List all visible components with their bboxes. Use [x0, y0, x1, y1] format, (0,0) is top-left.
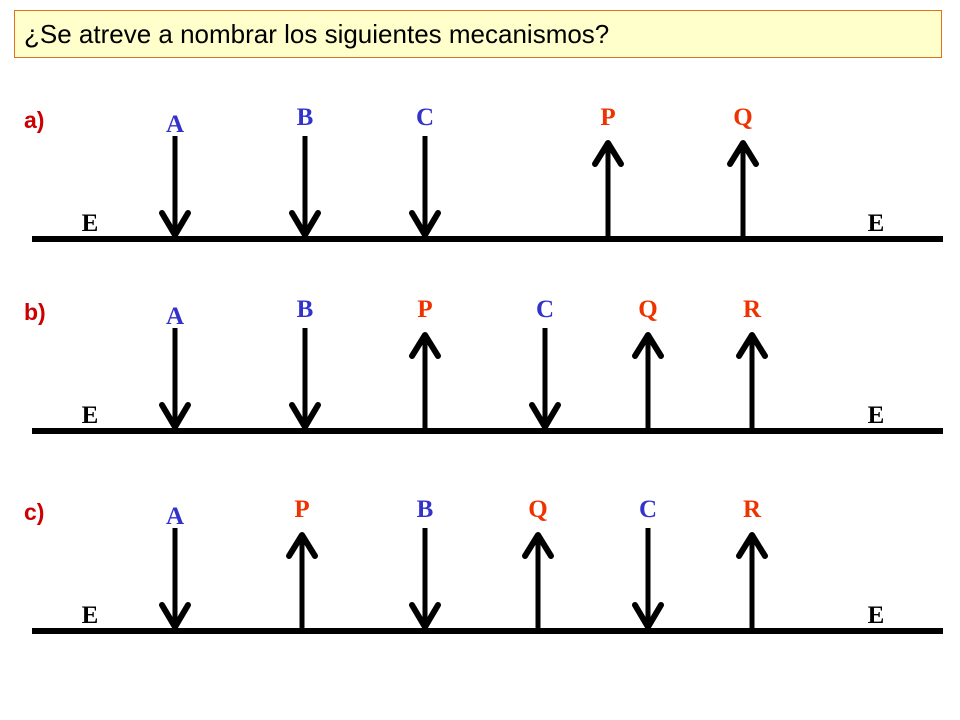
row-a-arrow-c-head: [409, 210, 441, 238]
row-c-arrow-q-head: [522, 532, 554, 559]
row-b-arrow-q-head: [632, 332, 664, 359]
row-b-arrow-b-head: [289, 402, 321, 430]
row-c-arrow-r-head: [736, 532, 768, 559]
row-c-arrow-p-label: P: [294, 496, 309, 523]
page-title: ¿Se atreve a nombrar los siguientes meca…: [14, 10, 942, 58]
row-b-end-left-label: E: [82, 402, 99, 429]
row-c-arrow-p-head: [286, 532, 318, 559]
row-b-arrow-p-head: [409, 332, 441, 359]
row-a-label: a): [24, 107, 44, 133]
row-b-arrow-r-label: R: [743, 296, 762, 323]
row-a-arrow-q-label: Q: [733, 104, 752, 131]
row-b-arrow-c-label: C: [536, 296, 554, 323]
row-a-end-right-label: E: [868, 210, 885, 237]
row-b-label: b): [24, 299, 46, 325]
row-c-arrow-a-label: A: [166, 503, 184, 530]
row-c-arrow-b-label: B: [417, 496, 434, 523]
row-a-arrow-a-head: [159, 210, 191, 238]
row-a-arrow-p-head: [592, 140, 624, 167]
row-a-arrow-q-head: [727, 140, 759, 167]
row-b-arrow-q-label: Q: [638, 296, 657, 323]
row-a-arrow-a-label: A: [166, 111, 184, 138]
row-c-arrow-c-label: C: [639, 496, 657, 523]
row-c-label: c): [24, 499, 44, 525]
row-c-arrow-b-head: [409, 602, 441, 630]
row-b-end-right-label: E: [868, 402, 885, 429]
row-c-arrow-a-head: [159, 602, 191, 630]
row-c-arrow-c-head: [632, 602, 664, 630]
row-c-end-left-label: E: [82, 602, 99, 629]
row-b-arrow-a-label: A: [166, 303, 184, 330]
row-b-arrow-b-label: B: [297, 296, 314, 323]
row-c-arrow-q-label: Q: [528, 496, 547, 523]
row-b-arrow-c-head: [529, 402, 561, 430]
row-a-arrow-c-label: C: [416, 104, 434, 131]
row-b-arrow-p-label: P: [417, 296, 432, 323]
row-c-end-right-label: E: [868, 602, 885, 629]
row-b-arrow-r-head: [736, 332, 768, 359]
row-a-arrow-p-label: P: [600, 104, 615, 131]
row-a-end-left-label: E: [82, 210, 99, 237]
row-a-arrow-b-label: B: [297, 104, 314, 131]
row-c-arrow-r-label: R: [743, 496, 762, 523]
row-a-arrow-b-head: [289, 210, 321, 238]
row-b-arrow-a-head: [159, 402, 191, 430]
